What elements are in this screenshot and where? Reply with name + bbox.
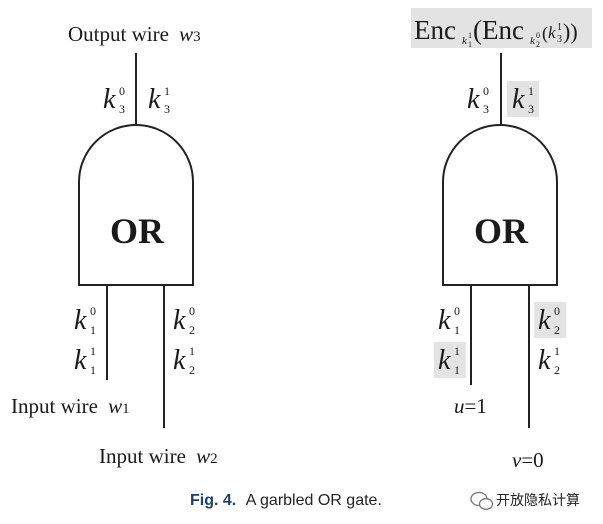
right-key-k1-1-highlight xyxy=(434,342,466,378)
svg-text:k: k xyxy=(530,35,536,47)
svg-text:k: k xyxy=(538,345,551,376)
svg-text:k: k xyxy=(74,305,87,336)
svg-text:1: 1 xyxy=(468,40,472,49)
svg-text:2: 2 xyxy=(189,323,195,337)
svg-text:0: 0 xyxy=(536,31,540,40)
svg-text:1: 1 xyxy=(468,31,472,40)
svg-text:(: ( xyxy=(473,15,482,45)
svg-text:k: k xyxy=(148,84,161,115)
svg-text:(: ( xyxy=(542,23,548,44)
left-key-k1-1: k 1 1 xyxy=(74,344,96,377)
svg-text:3: 3 xyxy=(557,34,562,45)
svg-text:3: 3 xyxy=(528,102,534,116)
right-encryption-formula: Enc k 1 1 ( Enc k 2 0 ( k 1 3 )) xyxy=(414,15,578,49)
watermark-text: 开放隐私计算 xyxy=(496,492,580,508)
left-output-wire-label: Output wire w3 xyxy=(68,22,201,46)
left-or-gate-body xyxy=(78,124,194,286)
svg-text:k: k xyxy=(438,305,451,336)
svg-text:3: 3 xyxy=(164,102,170,116)
right-input-u-value: u=1 xyxy=(454,394,487,418)
svg-text:0: 0 xyxy=(483,84,489,98)
right-key-k1-1: k 1 1 xyxy=(438,344,460,377)
figure-caption: Fig. 4. A garbled OR gate. xyxy=(190,492,382,509)
svg-text:1: 1 xyxy=(528,84,534,98)
svg-text:k: k xyxy=(103,84,116,115)
svg-text:1: 1 xyxy=(454,323,460,337)
svg-text:1: 1 xyxy=(90,344,96,358)
left-or-gate-diagram: Output wire w3 k 0 3 k 1 3 OR k 0 1 k xyxy=(11,22,218,468)
right-or-gate-body xyxy=(442,124,558,286)
right-key-k2-1: k 1 2 xyxy=(538,344,560,377)
wechat-icon xyxy=(470,491,494,510)
right-enc-highlight xyxy=(411,8,592,48)
svg-text:0: 0 xyxy=(119,84,125,98)
right-key-k3-1-highlight xyxy=(507,81,539,117)
svg-text:)): )) xyxy=(563,19,578,44)
right-key-k3-0: k 0 3 xyxy=(467,84,489,116)
svg-text:k: k xyxy=(538,305,551,336)
svg-text:0: 0 xyxy=(189,304,195,318)
right-key-k2-0: k 0 2 xyxy=(538,304,560,337)
svg-text:1: 1 xyxy=(454,363,460,377)
left-key-k2-0: k 0 2 xyxy=(173,304,195,337)
svg-text:1: 1 xyxy=(554,344,560,358)
right-key-k3-1: k 1 3 xyxy=(512,84,534,116)
svg-text:k: k xyxy=(173,345,186,376)
right-key-k1-0: k 0 1 xyxy=(438,304,460,337)
svg-text:1: 1 xyxy=(454,344,460,358)
svg-text:k: k xyxy=(438,345,451,376)
svg-text:k: k xyxy=(512,84,525,115)
left-key-k3-1: k 1 3 xyxy=(148,84,170,116)
left-key-k2-1: k 1 2 xyxy=(173,344,195,377)
svg-text:k: k xyxy=(173,305,186,336)
svg-text:2: 2 xyxy=(536,40,540,49)
svg-text:1: 1 xyxy=(557,22,562,33)
left-gate-label: OR xyxy=(110,211,165,251)
svg-text:2: 2 xyxy=(554,363,560,377)
svg-text:k: k xyxy=(467,84,480,115)
svg-text:k: k xyxy=(462,35,468,47)
left-input-wire-1-label: Input wire w1 xyxy=(11,394,130,418)
svg-text:Enc: Enc xyxy=(482,15,524,45)
right-or-gate-diagram: Enc k 1 1 ( Enc k 2 0 ( k 1 3 )) k 0 3 k… xyxy=(411,8,592,472)
svg-text:1: 1 xyxy=(90,323,96,337)
svg-text:k: k xyxy=(548,23,556,42)
svg-text:3: 3 xyxy=(483,102,489,116)
right-gate-label: OR xyxy=(474,211,529,251)
svg-text:0: 0 xyxy=(454,304,460,318)
svg-text:2: 2 xyxy=(189,363,195,377)
svg-text:0: 0 xyxy=(554,304,560,318)
right-key-k2-0-highlight xyxy=(534,302,566,338)
svg-text:1: 1 xyxy=(90,363,96,377)
watermark: 开放隐私计算 xyxy=(470,491,580,510)
svg-text:1: 1 xyxy=(189,344,195,358)
left-key-k1-0: k 0 1 xyxy=(74,304,96,337)
svg-text:Enc: Enc xyxy=(414,15,456,45)
svg-text:2: 2 xyxy=(554,323,560,337)
left-input-wire-2-label: Input wire w2 xyxy=(99,444,218,468)
svg-text:k: k xyxy=(74,345,87,376)
svg-text:0: 0 xyxy=(90,304,96,318)
svg-text:1: 1 xyxy=(164,84,170,98)
right-input-v-value: v=0 xyxy=(512,448,544,472)
left-key-k3-0: k 0 3 xyxy=(103,84,125,116)
svg-text:3: 3 xyxy=(119,102,125,116)
